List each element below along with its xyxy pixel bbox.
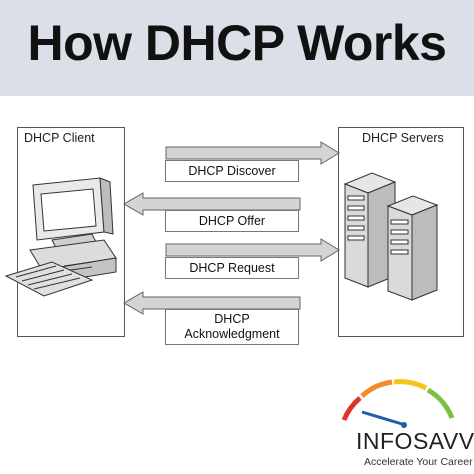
message-ack-line2: Acknowledgment — [184, 327, 280, 341]
page-title: How DHCP Works — [27, 15, 447, 71]
client-computer-icon — [4, 177, 117, 297]
message-offer: DHCP Offer — [165, 210, 299, 232]
arrow-request-icon — [165, 238, 340, 262]
infosavvy-logo-icon — [341, 379, 455, 428]
logo-tagline: Accelerate Your Career — [364, 456, 473, 468]
arrow-discover-icon — [165, 141, 340, 165]
servers-label: DHCP Servers — [362, 131, 444, 145]
title-band — [0, 0, 474, 96]
message-request-label: DHCP Request — [189, 261, 275, 275]
message-offer-label: DHCP Offer — [198, 214, 266, 228]
message-discover-label: DHCP Discover — [188, 164, 276, 178]
server-tower-icon — [343, 172, 439, 301]
client-label: DHCP Client — [24, 131, 95, 145]
message-request: DHCP Request — [165, 257, 299, 279]
message-discover: DHCP Discover — [165, 160, 299, 182]
message-acknowledgment: DHCP Acknowledgment — [165, 309, 299, 345]
message-ack-line1: DHCP — [214, 312, 250, 326]
logo-name: INFOSAVVY — [356, 428, 474, 454]
